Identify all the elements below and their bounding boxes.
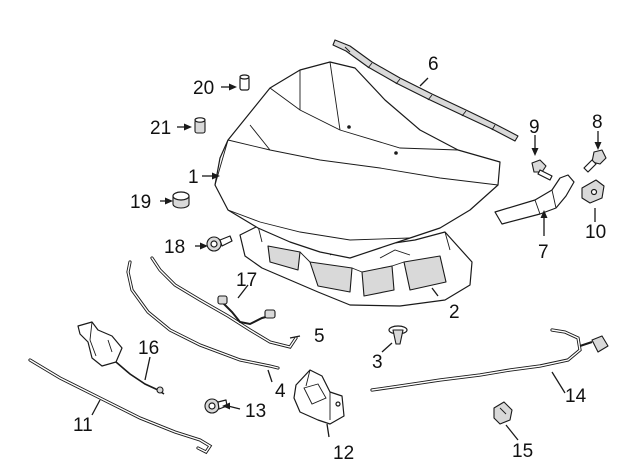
leader-lines — [91, 77, 602, 441]
callout-18: 18 — [164, 237, 185, 258]
callout-14: 14 — [565, 386, 587, 407]
callout-21: 21 — [150, 118, 171, 139]
callout-2: 2 — [449, 302, 460, 323]
callout-3: 3 — [372, 352, 383, 373]
callout-11: 11 — [73, 415, 93, 436]
hood-insulator-part — [239, 225, 473, 307]
callout-20: 20 — [193, 78, 214, 99]
callout-1: 1 — [188, 167, 199, 188]
callout-12: 12 — [333, 443, 354, 464]
weatherstrip-part — [332, 39, 519, 142]
hinge-bracket-part — [581, 179, 605, 204]
latch-part — [293, 369, 345, 425]
hinge-bolt-9-part — [531, 159, 553, 181]
callout-17: 17 — [236, 270, 257, 291]
cable-17-part — [217, 295, 276, 326]
cable-assembly-part — [370, 328, 609, 392]
bumper-19-part — [172, 191, 190, 209]
bumper-20-part — [239, 74, 250, 91]
callout-8: 8 — [592, 112, 603, 133]
hood-panel-part — [214, 61, 501, 259]
prop-rod-part — [28, 358, 213, 455]
callout-15: 15 — [512, 441, 533, 462]
support-rod-part — [150, 256, 298, 349]
clip-part — [493, 401, 513, 425]
callout-4: 4 — [275, 381, 286, 402]
safety-catch-part — [77, 321, 165, 395]
callout-10: 10 — [585, 222, 606, 243]
insulator-retainer-part — [388, 325, 408, 345]
release-cable-part — [126, 260, 280, 370]
callout-7: 7 — [538, 242, 549, 263]
callout-16: 16 — [138, 338, 159, 359]
hinge-bolt-8-part — [583, 149, 607, 173]
hood-stop-part — [206, 235, 233, 252]
callout-13: 13 — [245, 401, 266, 422]
callout-9: 9 — [529, 117, 540, 138]
callout-19: 19 — [130, 192, 151, 213]
hinge-part — [494, 174, 575, 225]
callout-5: 5 — [314, 326, 325, 347]
bumper-21-part — [194, 117, 206, 134]
callout-6: 6 — [428, 54, 439, 75]
callout-labels: 1 2 3 4 5 6 7 8 9 10 11 12 13 14 15 16 1… — [73, 54, 606, 464]
